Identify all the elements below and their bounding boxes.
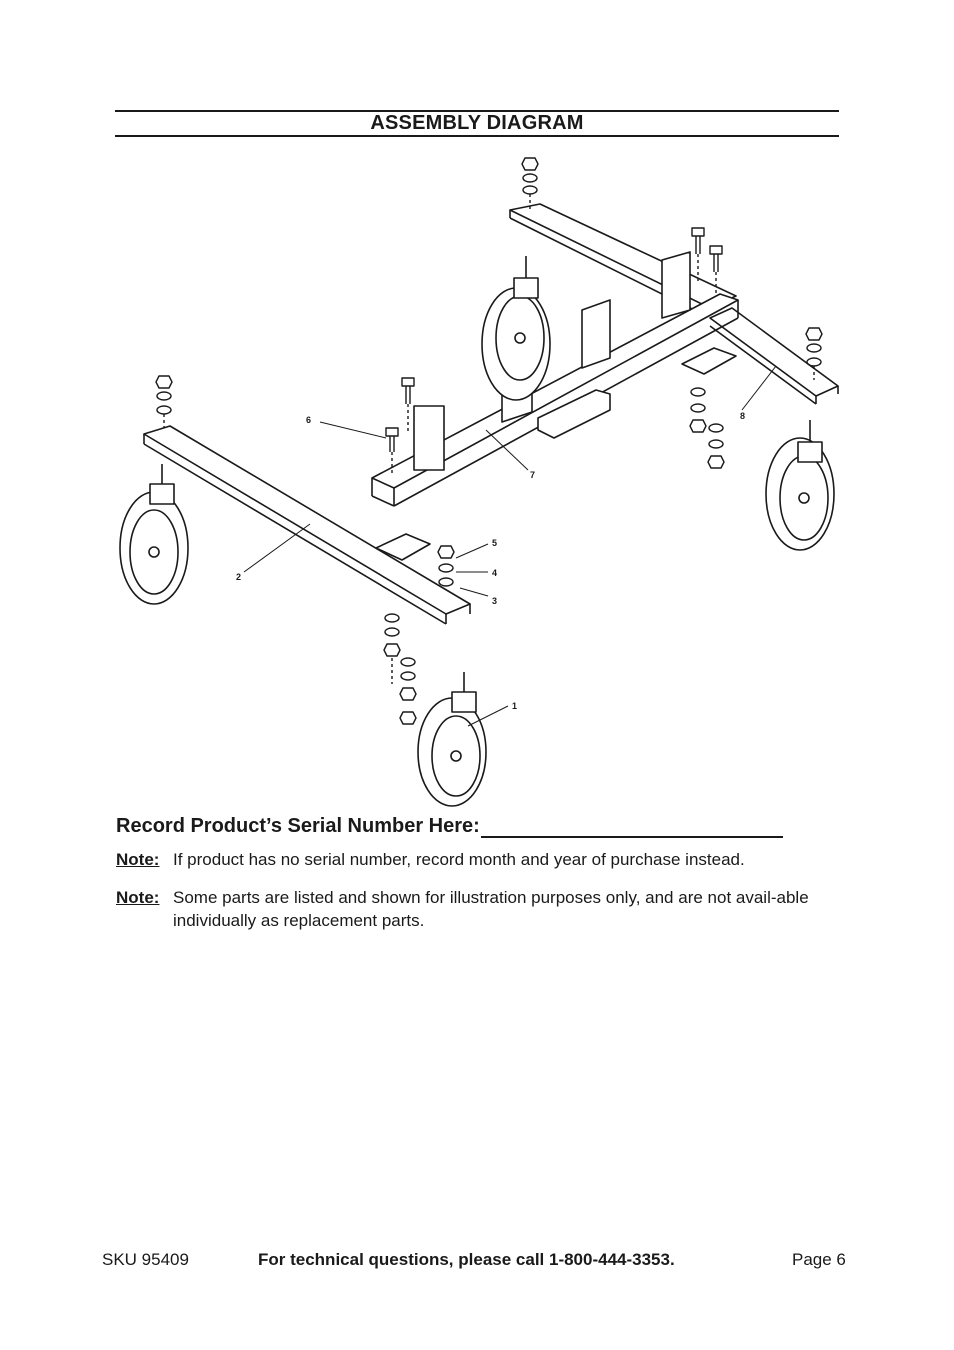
leader-lines <box>243 365 777 727</box>
note-2-text: Some parts are listed and shown for illu… <box>173 888 809 930</box>
part-label-8: 8 <box>740 411 745 421</box>
caster-rear <box>481 256 551 401</box>
caster-front-center <box>417 672 487 807</box>
footer-contact: For technical questions, please call 1-8… <box>258 1250 675 1269</box>
serial-number-label: Record Product’s Serial Number Here: <box>116 815 480 837</box>
note-2-label: Note: <box>116 888 160 907</box>
part-label-7: 7 <box>530 470 535 480</box>
part-label-1: 1 <box>512 701 517 711</box>
assembly-diagram: 1 2 3 4 5 6 7 8 <box>110 148 845 808</box>
heading-top-rule <box>115 110 839 112</box>
footer-page-number: Page 6 <box>792 1250 846 1269</box>
note-1-text: If product has no serial number, record … <box>173 850 745 869</box>
part-label-5: 5 <box>492 538 497 548</box>
part-label-4: 4 <box>492 568 497 578</box>
serial-number-blank <box>480 816 783 838</box>
part-label-3: 3 <box>492 596 497 606</box>
rear-crossbar <box>509 203 737 317</box>
note-1-label: Note: <box>116 850 160 869</box>
heading-bottom-rule <box>115 135 839 137</box>
footer-sku: SKU 95409 <box>102 1250 189 1269</box>
note-2: Note: Some parts are listed and shown fo… <box>116 886 841 932</box>
center-spine <box>371 293 739 507</box>
section-heading: ASSEMBLY DIAGRAM <box>370 112 584 134</box>
caster-right <box>765 420 835 551</box>
note-1: Note: If product has no serial number, r… <box>116 848 846 871</box>
front-crossbar <box>143 425 471 625</box>
part-label-6: 6 <box>306 415 311 425</box>
caster-front-left <box>119 464 189 605</box>
serial-number-prompt: Record Product’s Serial Number Here: <box>116 815 783 838</box>
hardware-stacks <box>155 157 823 725</box>
part-label-2: 2 <box>236 572 241 582</box>
right-crossbar <box>709 307 839 405</box>
